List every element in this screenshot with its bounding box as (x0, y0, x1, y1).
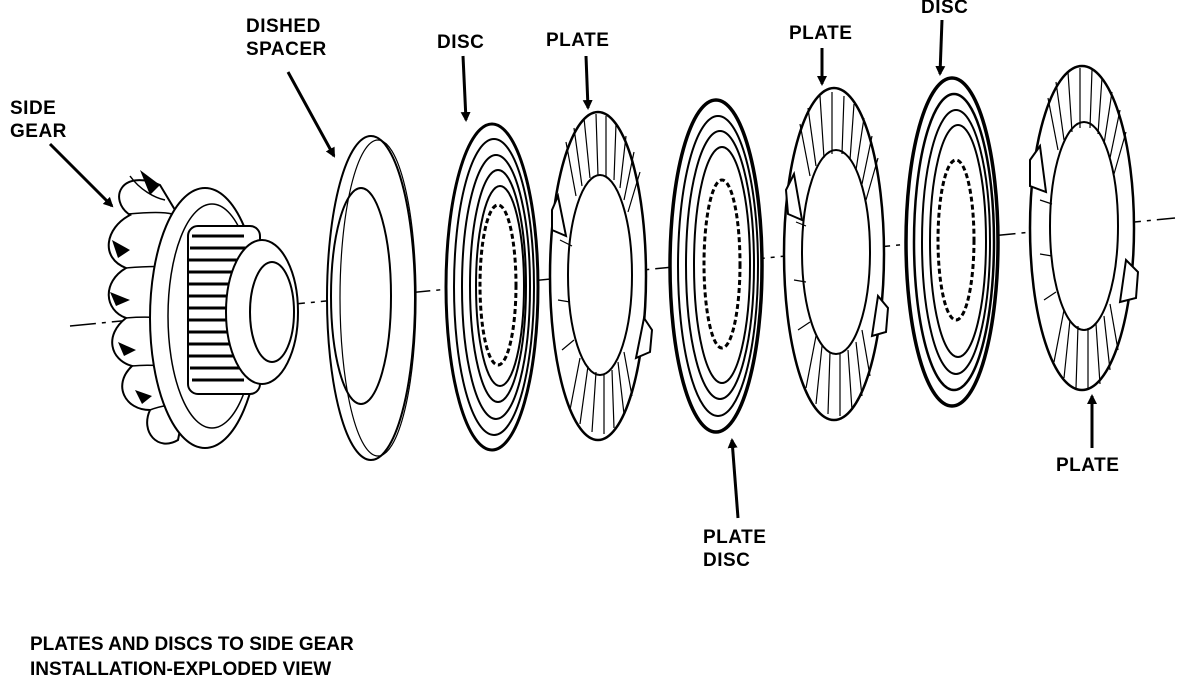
plate-disc-ring-c (693, 146, 751, 384)
label-plate-2: PLATE (789, 22, 852, 45)
arrow-plate-disc (727, 438, 740, 519)
label-plate-2-text: PLATE (789, 23, 853, 44)
figure-caption: PLATES AND DISCS TO SIDE GEAR INSTALLATI… (30, 632, 354, 682)
label-plate-disc-line1: PLATE (703, 527, 767, 548)
label-plate-1-text: PLATE (546, 30, 610, 51)
disc-1-bore (478, 203, 518, 367)
label-plate-disc: PLATE DISC (703, 526, 766, 572)
plate-2-tab-b (870, 293, 890, 338)
label-plate-disc-line2: DISC (703, 550, 751, 571)
gear-bore (249, 261, 295, 363)
label-side-gear-line1: SIDE (10, 98, 57, 119)
label-disc-2: DISC (921, 0, 968, 19)
spacer-rim (339, 139, 417, 457)
dished-spacer (326, 135, 417, 461)
plate-disc-ring-b (685, 130, 755, 400)
arrow-side-gear (48, 142, 114, 208)
label-side-gear: SIDE GEAR (10, 97, 67, 143)
label-dished-spacer-line2: SPACER (246, 39, 327, 60)
plate-3 (1028, 64, 1140, 392)
plate-2-tab (784, 170, 804, 222)
plate-3-tab (1029, 143, 1048, 194)
caption-line1: PLATES AND DISCS TO SIDE GEAR (30, 634, 354, 655)
plate-disc (668, 98, 764, 434)
label-dished-spacer: DISHED SPACER (246, 15, 327, 61)
label-disc-2-text: DISC (921, 0, 969, 18)
caption-line2: INSTALLATION-EXPLODED VIEW (30, 659, 332, 680)
leader-arrows (48, 19, 1097, 519)
disc-2-bore (936, 158, 976, 322)
plate-3-bore (1049, 121, 1119, 331)
arrow-plate-1 (582, 55, 593, 110)
tooth-shade (110, 170, 160, 404)
disc-1-ring-b (461, 154, 531, 420)
label-side-gear-line2: GEAR (10, 121, 67, 142)
arrow-disc-1 (460, 55, 471, 122)
plate-2 (782, 86, 890, 422)
plate-3-tab-b (1118, 257, 1140, 304)
label-disc-1: DISC (437, 31, 484, 54)
label-disc-1-text: DISC (437, 32, 485, 53)
label-plate-3-text: PLATE (1056, 455, 1120, 476)
plate-disc-bore (702, 178, 742, 350)
plate-1-tab (551, 192, 568, 238)
plate-1-bore (567, 174, 633, 376)
label-dished-spacer-line1: DISHED (246, 16, 321, 37)
label-plate-3: PLATE (1056, 454, 1119, 477)
plate-1-hatch (557, 113, 641, 434)
plate-2-hatch (793, 92, 879, 416)
side-gear (107, 170, 299, 449)
disc-1 (444, 122, 540, 452)
disc-2-ring-c (929, 124, 987, 358)
disc-1-ring-c (469, 169, 527, 403)
spline-teeth (188, 234, 248, 382)
plate-1 (548, 110, 654, 442)
label-plate-1: PLATE (546, 29, 609, 52)
spacer-inner (330, 187, 392, 405)
disc-2 (904, 76, 1000, 408)
plate-3-hatch (1039, 68, 1127, 390)
arrow-disc-2 (935, 19, 946, 76)
disc-1-ring-a (453, 138, 535, 436)
plate-disc-ring-a (677, 115, 759, 417)
plate-2-bore (801, 149, 871, 355)
plate-1-tab-b (634, 315, 654, 360)
disc-2-ring-a (912, 92, 996, 392)
arrow-dished-spacer (286, 71, 336, 158)
disc-2-ring-b (921, 109, 991, 375)
disc-1-ring-d (475, 185, 525, 387)
